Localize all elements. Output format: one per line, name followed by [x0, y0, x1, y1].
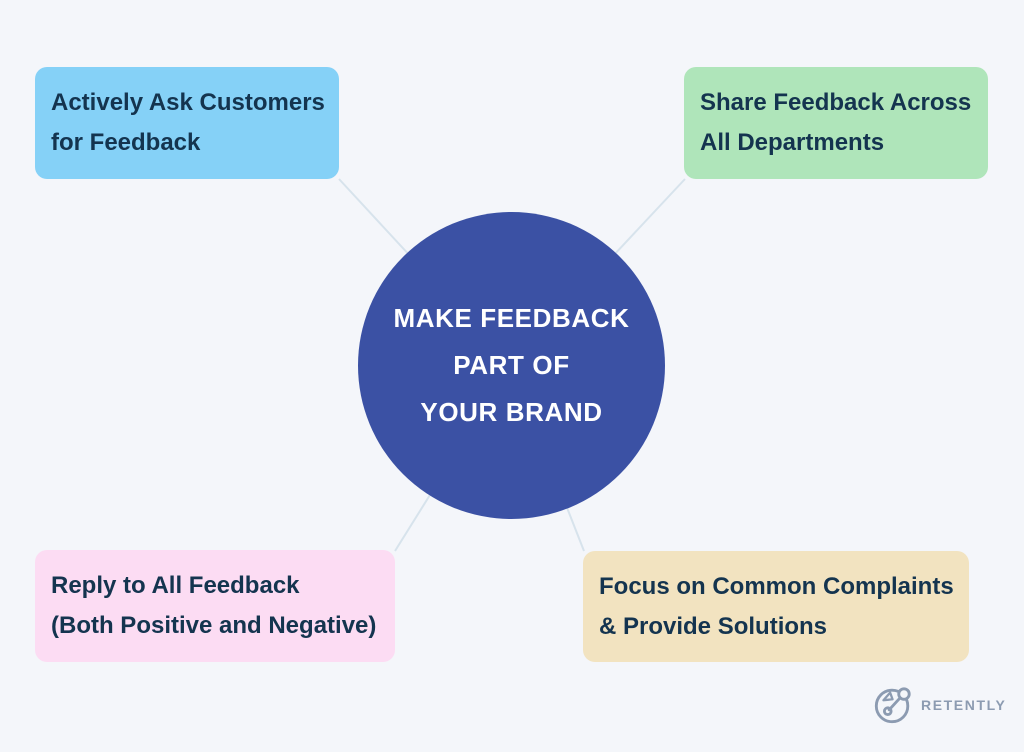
node-text-line: Actively Ask Customers	[51, 89, 325, 116]
node-text-line: Reply to All Feedback	[51, 572, 300, 599]
node-reply-to-all-feedback: Reply to All Feedback (Both Positive and…	[35, 550, 395, 662]
node-text-line: for Feedback	[51, 129, 201, 156]
retently-logo-text: RETENTLY	[921, 697, 1007, 713]
node-text-line: Focus on Common Complaints	[599, 572, 954, 600]
center-text-line: MAKE FEEDBACK	[393, 303, 630, 333]
center-text-line: PART OF	[453, 350, 570, 380]
node-actively-ask-customers: Actively Ask Customers for Feedback	[35, 67, 339, 179]
node-text-line: Share Feedback Across	[700, 89, 972, 116]
node-share-feedback-departments: Share Feedback Across All Departments	[684, 67, 988, 179]
retently-logo: RETENTLY	[872, 684, 1006, 726]
node-text-line: & Provide Solutions	[599, 612, 828, 640]
center-text-line: YOUR BRAND	[420, 397, 603, 427]
node-text-line: (Both Positive and Negative)	[51, 612, 377, 639]
node-focus-common-complaints: Focus on Common Complaints & Provide Sol…	[583, 551, 969, 662]
center-topic-circle: MAKE FEEDBACK PART OF YOUR BRAND	[358, 212, 665, 519]
node-text-line: All Departments	[700, 129, 885, 156]
retently-logo-icon	[874, 687, 911, 724]
